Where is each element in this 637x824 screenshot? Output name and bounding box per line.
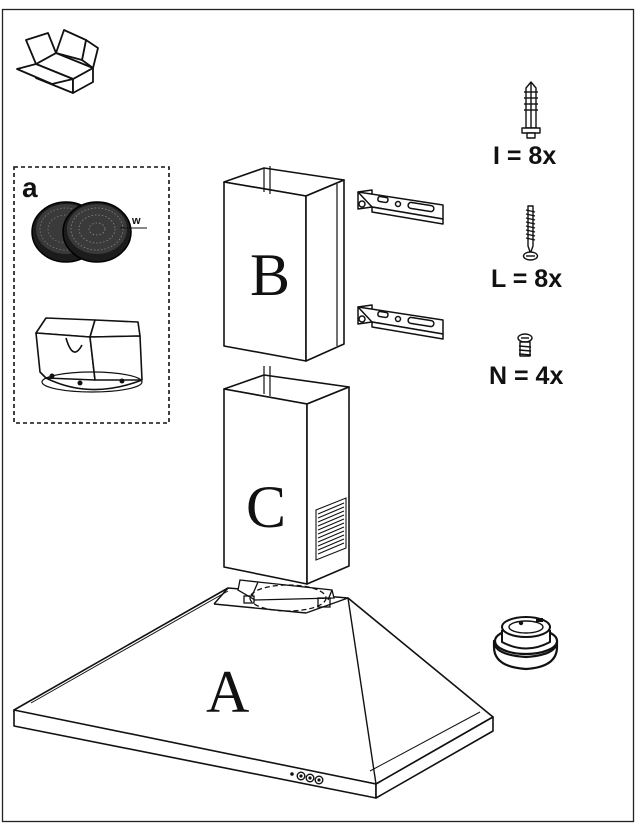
wall-bracket-upper bbox=[357, 189, 444, 225]
filter-label: w bbox=[131, 215, 141, 227]
short-screw-icon bbox=[517, 333, 533, 357]
short-screw-qty-label: N = 4x bbox=[489, 362, 563, 390]
motor-opening bbox=[237, 579, 335, 612]
wall-plug-icon bbox=[521, 81, 541, 139]
accessory-label: a bbox=[22, 172, 38, 203]
hood-canopy-part bbox=[13, 587, 494, 799]
optional-accessories-box bbox=[13, 166, 170, 424]
box-icon bbox=[16, 29, 99, 94]
part-c-label: C bbox=[246, 474, 286, 540]
part-b-label: B bbox=[250, 242, 290, 308]
vent-grille bbox=[315, 497, 347, 561]
control-panel bbox=[290, 771, 324, 785]
upper-chimney-part bbox=[223, 166, 345, 362]
page-border bbox=[1, 8, 635, 823]
duct-connector-icon bbox=[492, 616, 559, 671]
long-screw-icon bbox=[522, 205, 539, 261]
long-screw-qty-label: L = 8x bbox=[491, 265, 562, 293]
wall-bracket-lower bbox=[357, 304, 444, 340]
plug-qty-label: I = 8x bbox=[493, 142, 556, 170]
charcoal-filter-icon bbox=[31, 201, 147, 263]
part-a-label: A bbox=[206, 659, 249, 725]
deflector-icon bbox=[35, 317, 143, 393]
